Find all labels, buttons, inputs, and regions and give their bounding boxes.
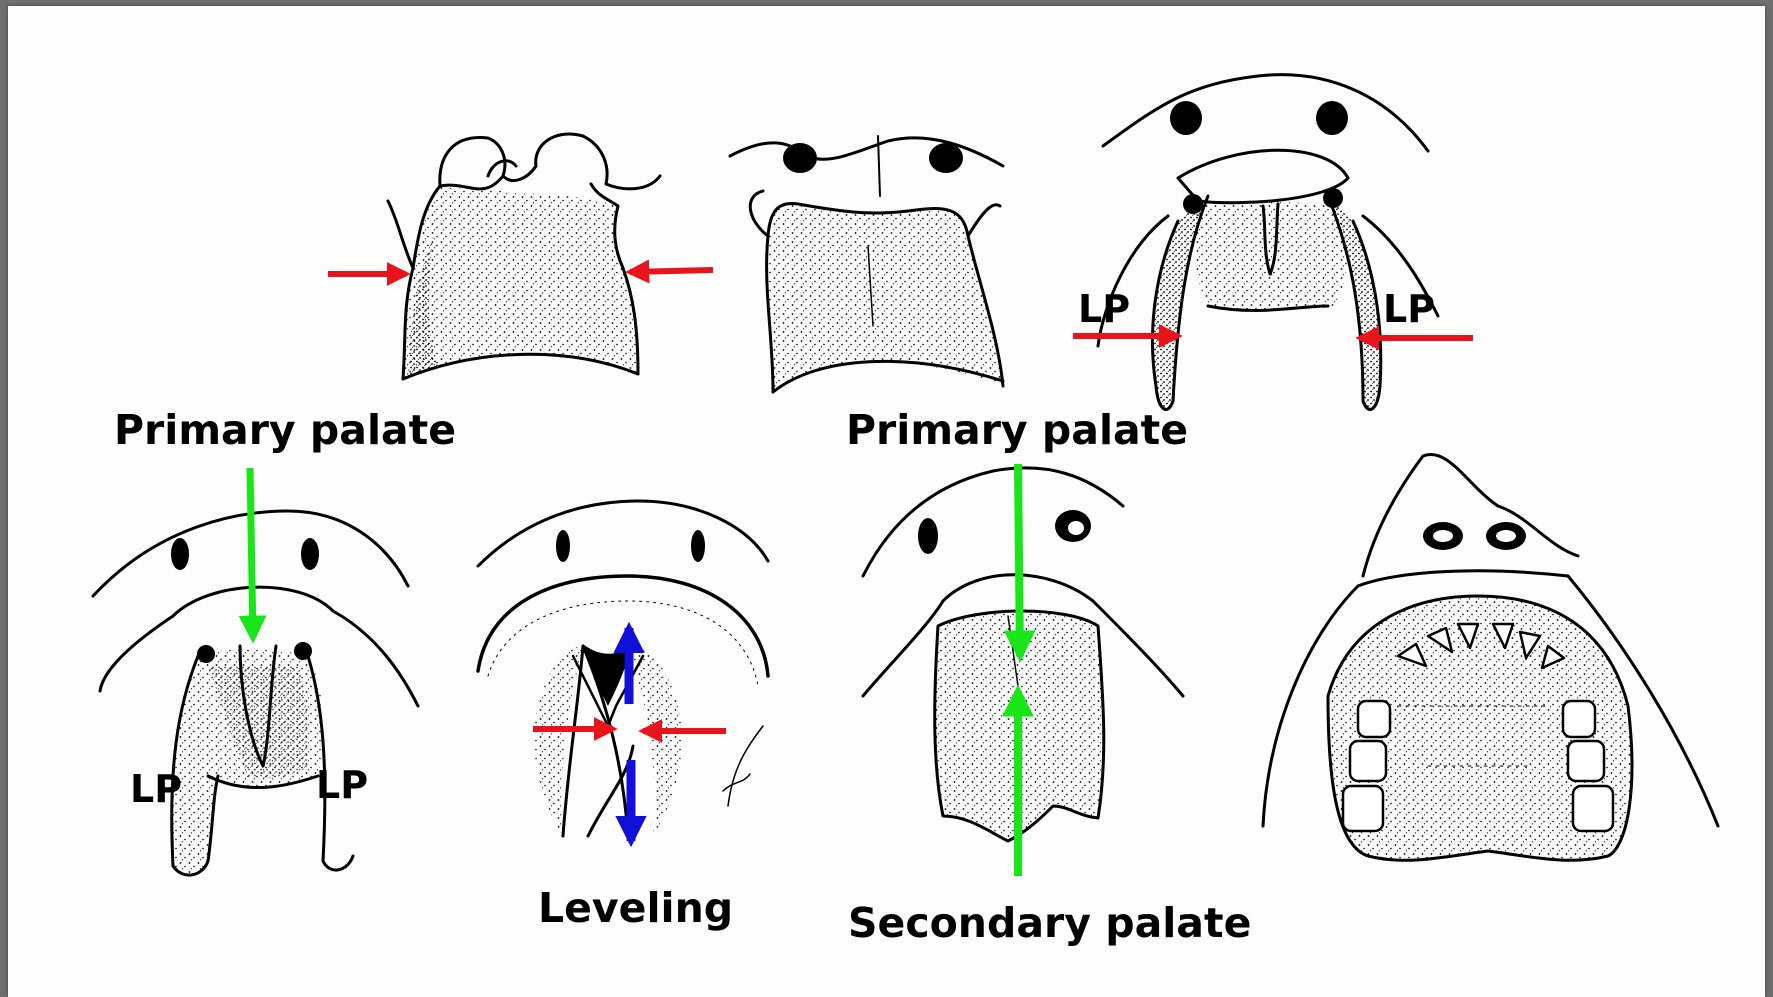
- cleft-palate-stage-2: [730, 136, 1003, 392]
- label-lp-p3-left: LP: [1078, 290, 1130, 328]
- label-lp-p3-right: LP: [1383, 290, 1435, 328]
- cleft-palate-stage-5: [478, 501, 768, 836]
- green-arrow-secondary-down: [1018, 464, 1020, 656]
- label-lp-p4-right: LP: [316, 766, 368, 804]
- cleft-palate-stage-3: [1098, 75, 1438, 410]
- illustration-canvas: [8, 6, 1765, 997]
- diagram-slide: Primary palate Primary palate Leveling S…: [8, 6, 1765, 997]
- cleft-palate-stage-4: [93, 511, 418, 875]
- label-secondary-palate: Secondary palate: [848, 903, 1251, 944]
- red-arrow-p1-right: [630, 270, 713, 272]
- label-lp-p4-left: LP: [130, 770, 182, 808]
- green-arrow-primary-left: [250, 468, 253, 638]
- label-primary-palate-left: Primary palate: [114, 410, 456, 451]
- label-leveling: Leveling: [538, 888, 733, 929]
- label-primary-palate-right: Primary palate: [846, 410, 1188, 451]
- cleft-palate-stage-1: [388, 134, 660, 379]
- cleft-palate-stage-7-repaired: [1263, 454, 1718, 860]
